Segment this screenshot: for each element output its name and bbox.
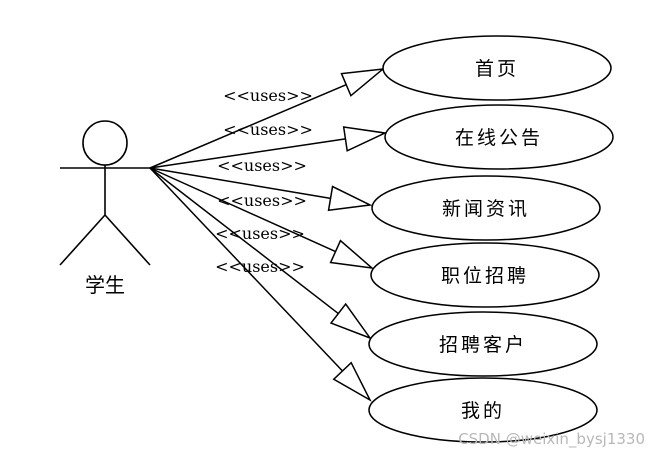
- use-case-label-announcement: 在线公告: [455, 127, 543, 149]
- use-case-label-mine: 我的: [461, 400, 505, 422]
- arrowhead-client: [329, 302, 373, 340]
- association-line-job: [149, 167, 336, 253]
- association-line-client: [149, 167, 339, 315]
- use-case-label-client: 招聘客户: [439, 334, 527, 356]
- use-case-announcement: [384, 104, 614, 170]
- arrowhead-announcement: [342, 126, 388, 152]
- uses-label-mine: <<uses>>: [215, 257, 305, 276]
- use-case-news: [371, 175, 601, 241]
- uses-label-announcement: <<uses>>: [223, 120, 313, 139]
- watermark: CSDN @weixin_bysj1330: [458, 430, 645, 449]
- arrowhead-home: [340, 67, 386, 97]
- arrowhead-news: [327, 185, 373, 212]
- uses-labels: <<uses>> <<uses>> <<uses>> <<uses>> <<uses>>…: [215, 86, 313, 276]
- actor-label: 学生: [85, 273, 125, 297]
- uses-label-job: <<uses>>: [217, 191, 307, 210]
- associations: [149, 67, 388, 402]
- actor-student: [59, 120, 151, 266]
- use-case-label-job: 职位招聘: [441, 265, 529, 287]
- use-case-mine: [368, 377, 598, 443]
- use-case-client: [368, 311, 598, 377]
- use-case-job: [370, 242, 600, 308]
- use-case-label-home: 首页: [475, 58, 519, 80]
- uses-label-home: <<uses>>: [223, 86, 313, 105]
- use-case-home: [382, 35, 612, 101]
- uses-label-client: <<uses>>: [215, 224, 305, 243]
- actor-left-leg: [59, 214, 106, 266]
- association-line-mine: [149, 167, 344, 372]
- association-line-home: [149, 83, 347, 169]
- uses-label-news: <<uses>>: [217, 156, 307, 175]
- arrowhead-mine: [332, 361, 372, 402]
- association-line-announcement: [149, 138, 346, 169]
- actor-head: [82, 120, 128, 166]
- use-case-label-news: 新闻资讯: [442, 198, 530, 220]
- actor-right-leg: [104, 214, 151, 266]
- association-line-news: [149, 167, 331, 200]
- arrowhead-job: [329, 239, 375, 270]
